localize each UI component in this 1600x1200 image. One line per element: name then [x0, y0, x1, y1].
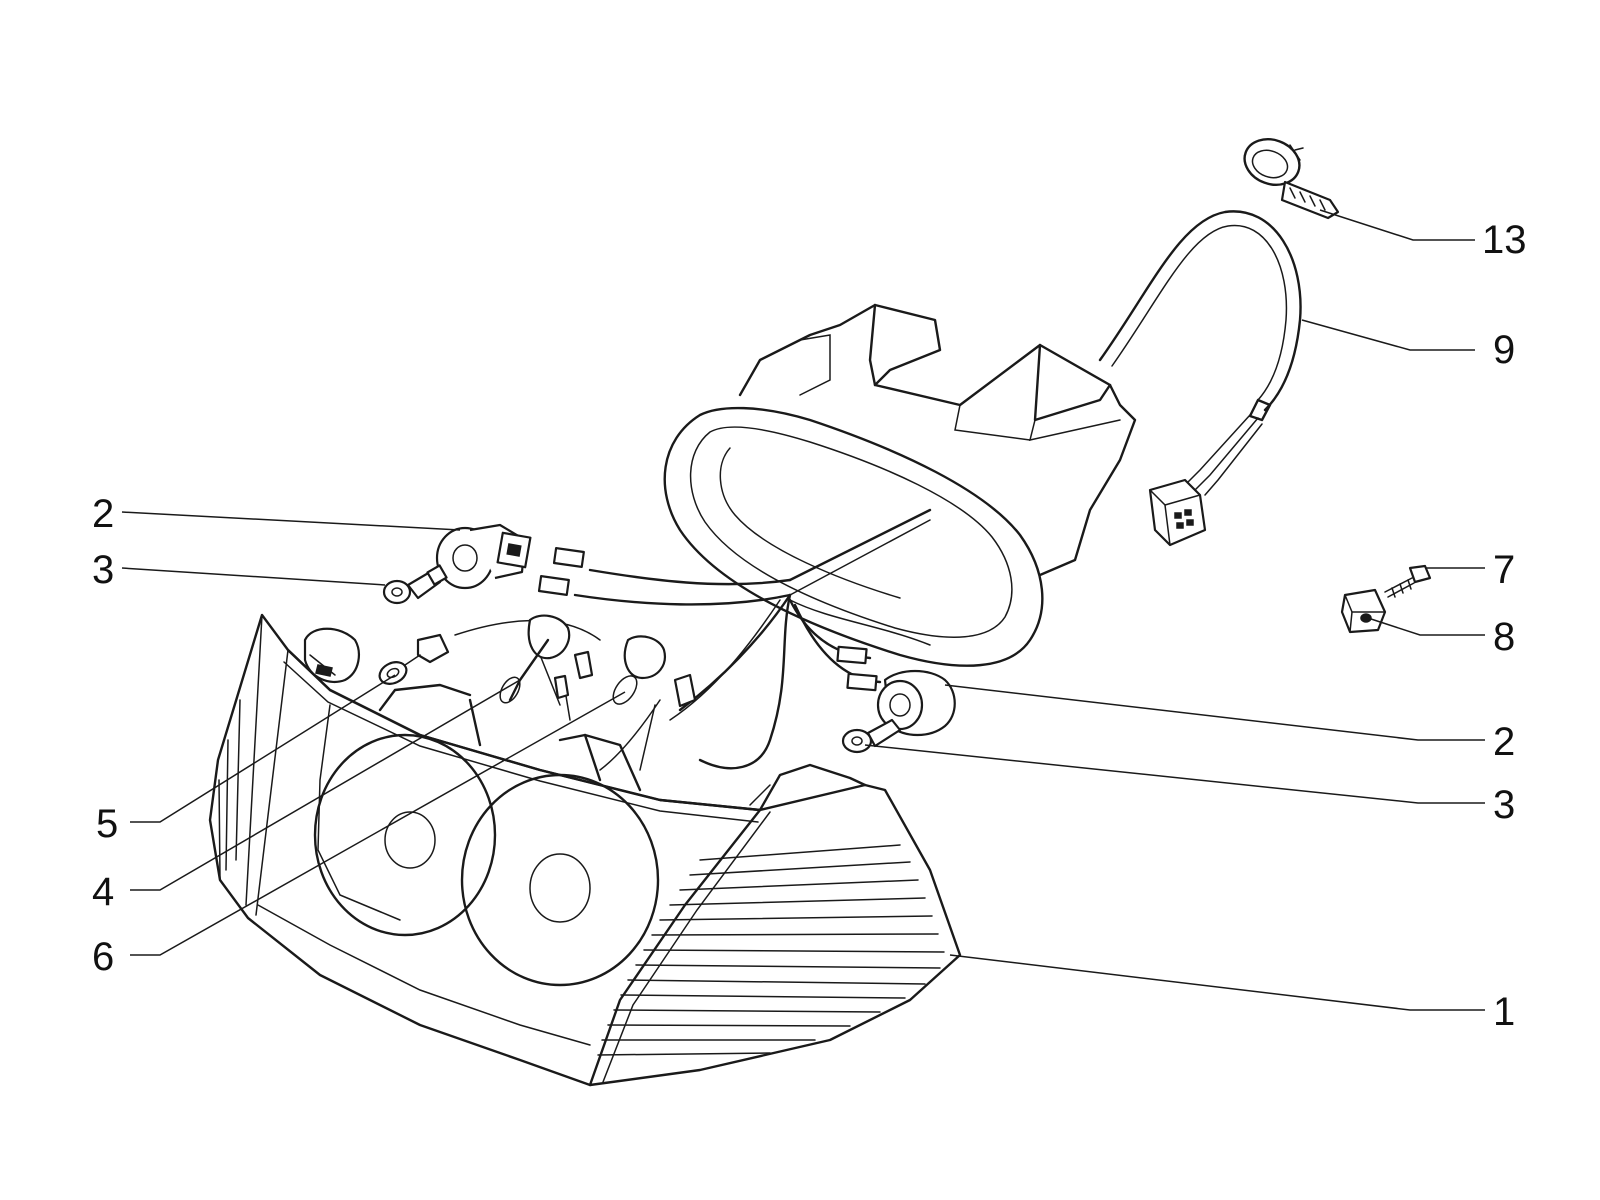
- bulb-socket-left: [435, 523, 532, 590]
- callout-1: 1: [1493, 990, 1515, 1034]
- callout-9: 9: [1493, 328, 1515, 372]
- callout-13: 13: [1482, 218, 1527, 262]
- callout-3-right: 3: [1493, 783, 1515, 827]
- leader-lines: [121, 209, 1485, 1011]
- wiring-harness: [454, 508, 932, 771]
- callout-7: 7: [1493, 548, 1515, 592]
- nut-clip: [1340, 588, 1387, 634]
- callout-labels: 13 9 2 3 7 8 2 3 5 4 6 1: [92, 218, 1527, 1034]
- callout-2-left: 2: [92, 492, 114, 536]
- bulb-left: [382, 564, 448, 605]
- callout-3-left: 3: [92, 548, 114, 592]
- headlight-assembly: [208, 613, 962, 1087]
- bulb-holders: [303, 614, 697, 708]
- callout-8: 8: [1493, 615, 1515, 659]
- callout-6: 6: [92, 935, 114, 979]
- callout-4: 4: [92, 870, 114, 914]
- rubber-boot-cable: [663, 210, 1302, 667]
- screw: [1384, 564, 1432, 598]
- callout-2-right: 2: [1493, 720, 1515, 764]
- callout-5: 5: [96, 802, 118, 846]
- bulb-socket-right: [876, 670, 956, 737]
- cable-tie: [1243, 138, 1340, 220]
- bulb-right: [841, 718, 902, 754]
- parking-bulb: [378, 633, 450, 685]
